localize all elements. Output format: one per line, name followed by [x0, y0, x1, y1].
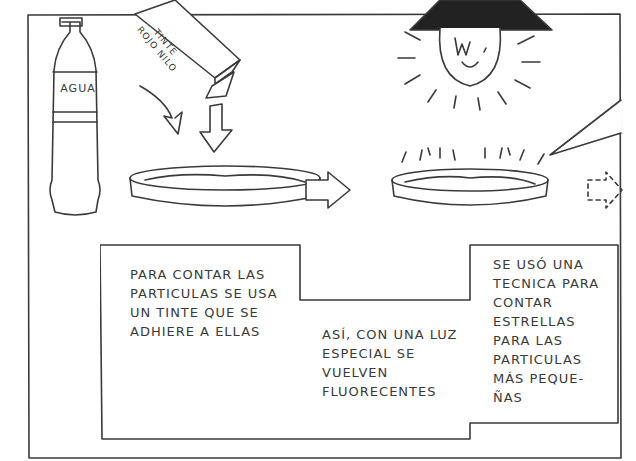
narration-text: ASÍ, CON UNA LUZ ESPECIAL SE VUELVEN FLU… [322, 325, 462, 401]
light-bulb [440, 28, 501, 86]
lamp-shade [410, 0, 552, 30]
glow-marks [402, 148, 544, 164]
dish-liquid [405, 177, 535, 184]
water-bottle [50, 22, 100, 215]
petri-dish [130, 166, 320, 190]
panel-frame [28, 14, 621, 458]
bottle-label: AGUA [58, 82, 98, 95]
bulb-face [455, 38, 486, 67]
pour-arrow [200, 104, 232, 152]
narration-text: PARA CONTAR LAS PARTICULAS SE USA UN TIN… [130, 265, 290, 341]
petri-dish [392, 169, 548, 191]
petri-dish-wall [392, 180, 548, 205]
bottle-cap [60, 18, 82, 26]
petri-dish-wall [130, 178, 320, 206]
process-arrow [306, 172, 350, 208]
speech-tail [550, 100, 621, 155]
frame-polygon [100, 245, 618, 439]
next-arrow [588, 172, 622, 208]
light-rays [398, 32, 540, 110]
bottle-label-lines [53, 72, 97, 122]
pour-arrow [140, 86, 182, 134]
text-frame: PARA CONTAR LAS PARTICULAS SE USA UN TIN… [100, 243, 622, 443]
narration-text: SE USÓ UNA TECNICA PARA CONTAR ESTRELLAS… [493, 255, 613, 407]
dish-liquid [145, 175, 305, 182]
dye-nozzle [206, 60, 240, 98]
